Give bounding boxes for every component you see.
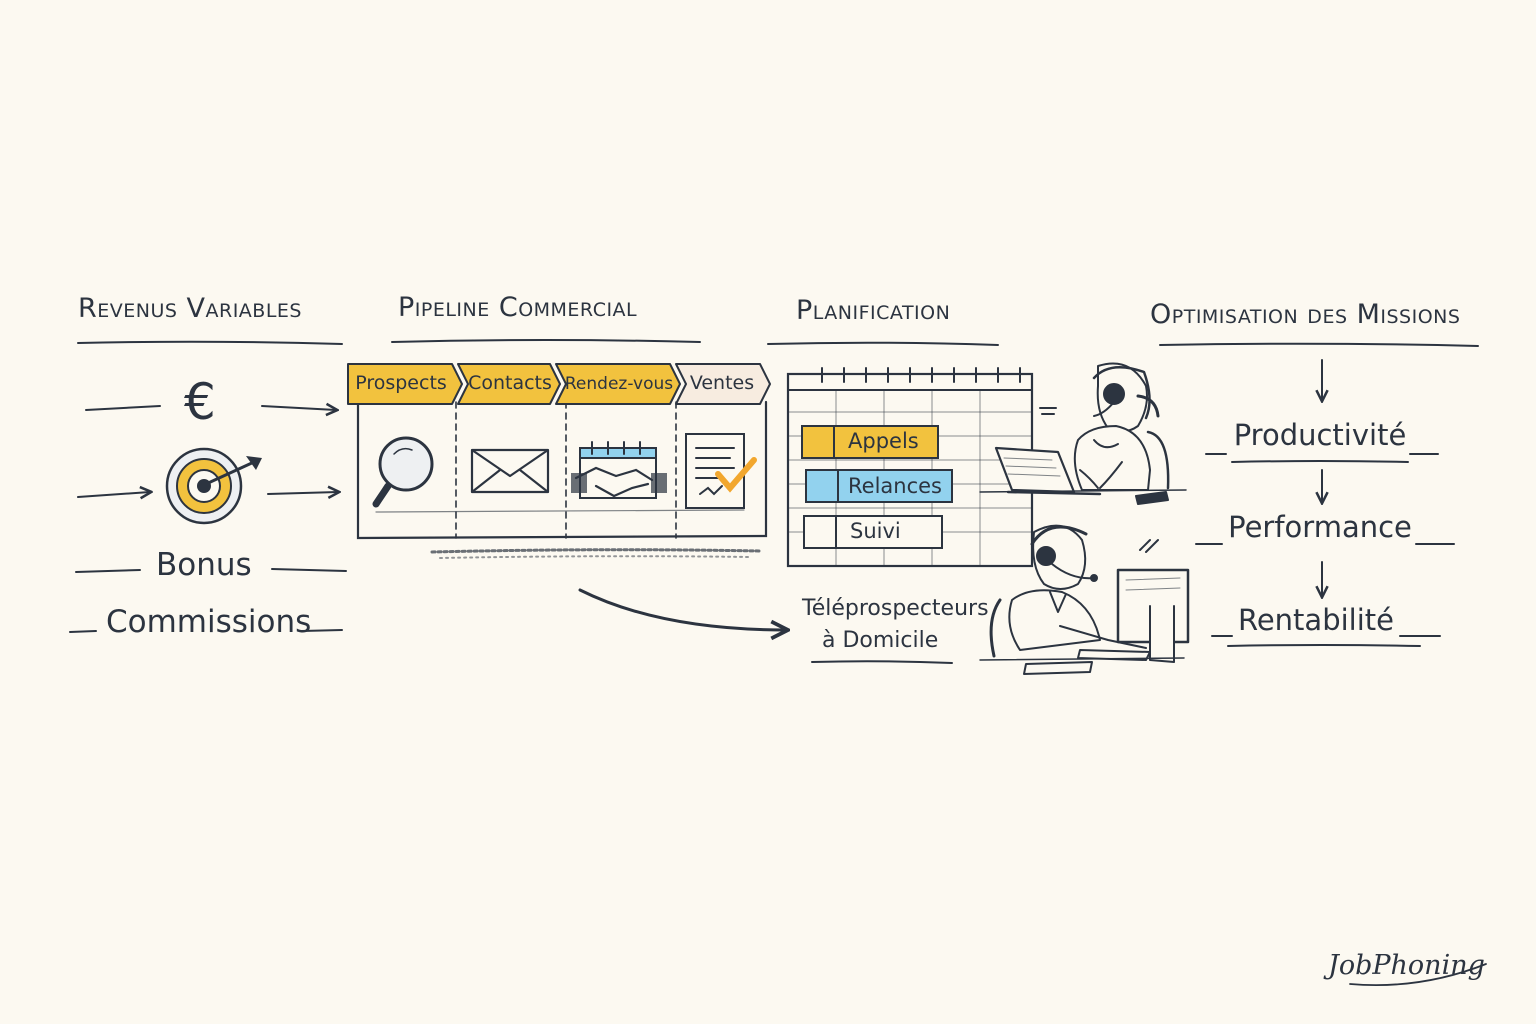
step-productivite: Productivité	[1233, 418, 1407, 452]
pipeline-tabs	[347, 363, 771, 405]
stage-contacts: Contacts	[468, 372, 552, 394]
man-operator-illustration	[979, 524, 1190, 675]
bar-suivi: Suivi	[850, 519, 901, 543]
step-performance: Performance	[1228, 510, 1412, 544]
curved-arrow	[578, 588, 786, 630]
bar-appels: Appels	[848, 429, 919, 453]
heading-optimisation-missions: Optimisation des Missions	[1150, 299, 1461, 330]
pipeline-board	[356, 398, 768, 559]
stage-ventes: Ventes	[689, 372, 755, 394]
stage-prospects: Prospects	[355, 372, 447, 394]
logo-flourish	[1349, 963, 1487, 987]
calendar-bars	[801, 425, 953, 549]
optimisation-arrows	[1195, 359, 1455, 647]
heading-planification: Planification	[796, 295, 951, 326]
bar-relances: Relances	[848, 474, 942, 498]
heading-pipeline-commercial: Pipeline Commercial	[398, 292, 638, 323]
euro-icon: €	[184, 373, 216, 431]
revenus-arrows	[69, 406, 347, 633]
document-check-icon	[685, 433, 757, 509]
caption-teleprospecteurs: Téléprospecteurs	[802, 596, 989, 621]
revenus-item-bonus: Bonus	[156, 547, 252, 583]
revenus-item-commissions: Commissions	[106, 604, 312, 640]
handshake-calendar-icon	[571, 441, 667, 499]
target-icon	[165, 447, 262, 525]
jobphoning-logo: JobPhoning	[1328, 950, 1485, 981]
stage-rendez-vous: Rendez-vous	[564, 374, 674, 394]
magnifier-icon	[372, 436, 434, 508]
heading-underlines	[77, 339, 1479, 347]
envelope-icon	[470, 448, 550, 494]
step-rentabilite: Rentabilité	[1237, 603, 1394, 637]
woman-operator-illustration	[979, 362, 1187, 505]
caption-underline	[811, 660, 953, 664]
heading-revenus-variables: Revenus Variables	[78, 293, 302, 324]
caption-a-domicile: à Domicile	[822, 628, 939, 653]
